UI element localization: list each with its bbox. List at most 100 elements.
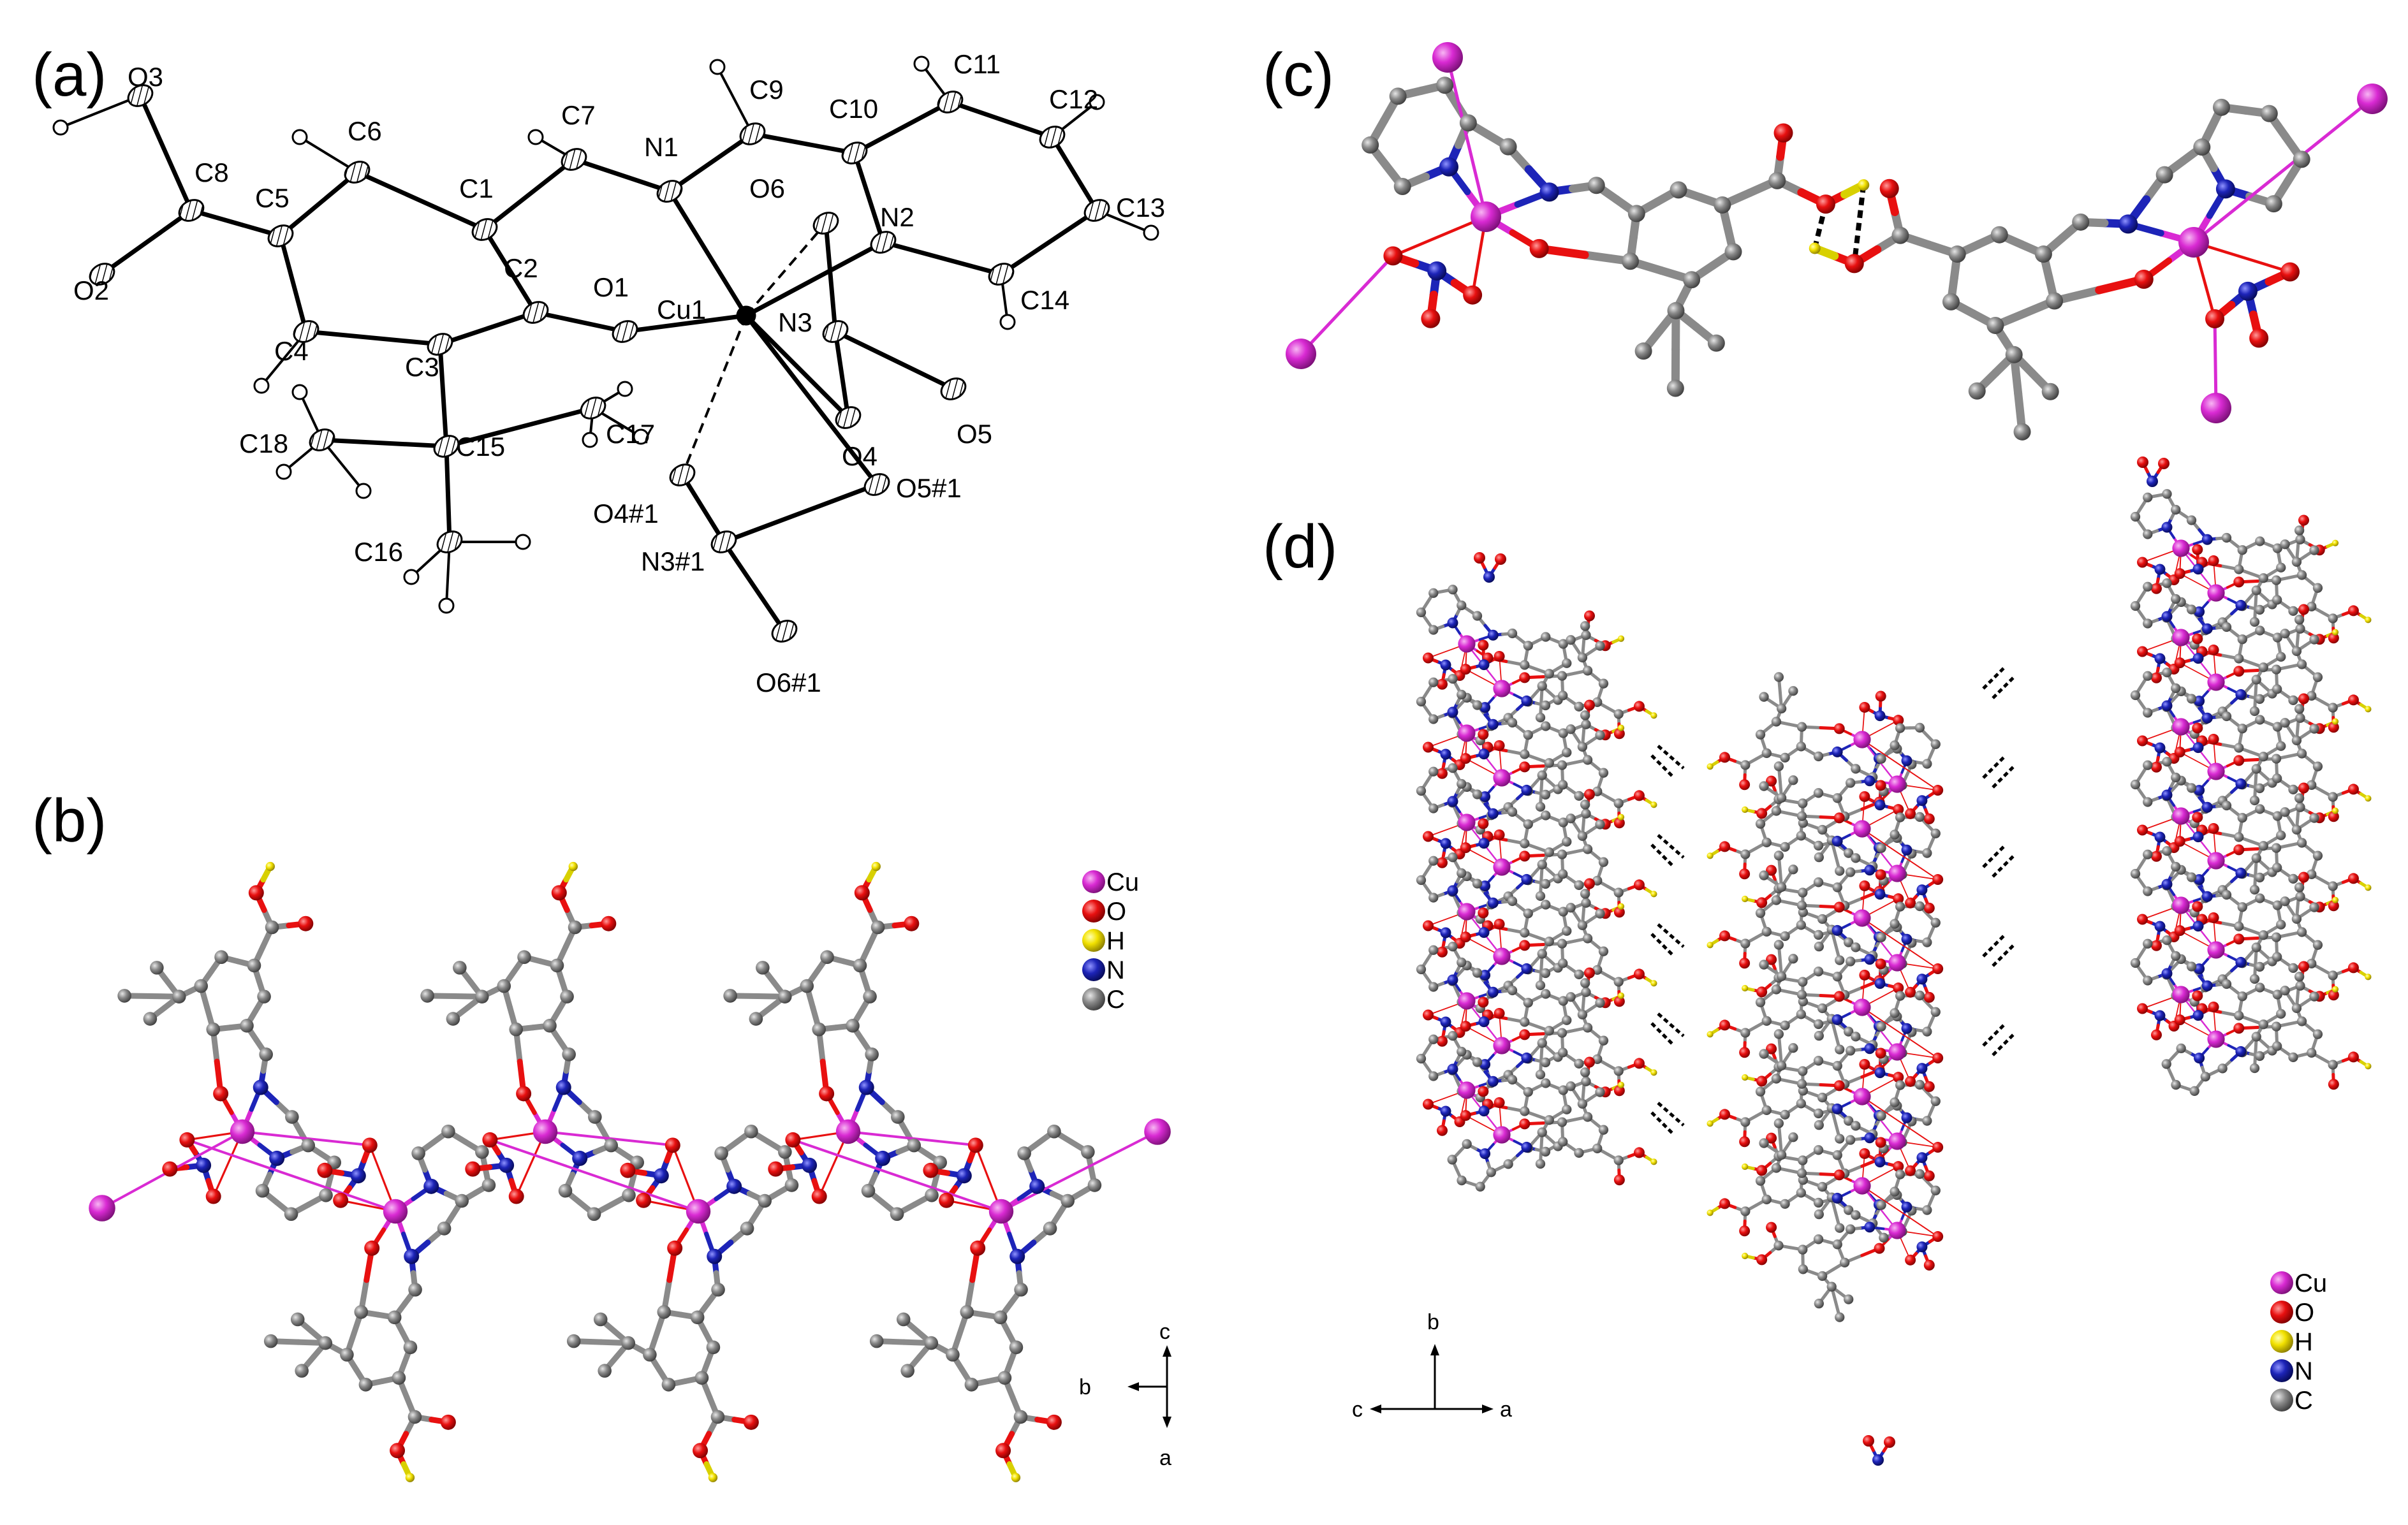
axes-panel-b: c b a <box>1079 1320 1171 1470</box>
atom-h <box>1858 179 1869 191</box>
atom-c <box>1578 831 1587 841</box>
atom-o <box>939 1193 954 1208</box>
atom-c <box>411 1146 425 1160</box>
atom-c <box>1061 1194 1075 1208</box>
atom-c <box>1538 681 1547 690</box>
atom-h <box>2332 629 2338 636</box>
atom-c <box>890 1207 904 1221</box>
atom-c <box>2162 757 2171 766</box>
legend-label-o: O <box>2294 1299 2314 1327</box>
atom-c <box>1457 1047 1466 1056</box>
atom-H <box>618 382 632 396</box>
atom-c <box>2222 711 2231 721</box>
atom-o <box>1460 842 1471 853</box>
atom-h <box>1618 1082 1624 1088</box>
atom-c <box>2143 493 2152 502</box>
atom-c <box>1915 1169 1925 1179</box>
atom-n <box>269 1151 284 1166</box>
atom-n <box>404 1249 419 1264</box>
atom-c <box>1772 984 1781 994</box>
atom-c <box>853 959 867 973</box>
atom-c <box>1890 829 1899 839</box>
atom-c <box>1817 1093 1827 1102</box>
atom-cu <box>1458 814 1475 831</box>
atom-c <box>2222 801 2231 810</box>
atom-n <box>1521 874 1532 885</box>
atom-o <box>364 1241 379 1256</box>
atom-o <box>2298 783 2309 794</box>
atom-c <box>2255 625 2265 635</box>
atom-o <box>1584 789 1595 800</box>
atom-c <box>1562 837 1571 847</box>
atom-c <box>2171 773 2180 782</box>
atom-c <box>150 961 164 975</box>
atom-c <box>2201 1072 2210 1081</box>
atom-c <box>2222 979 2231 989</box>
atom-c <box>2143 797 2152 806</box>
atom-n <box>1521 963 1532 974</box>
atom-c <box>2297 1016 2307 1026</box>
atom-c <box>1428 982 1438 991</box>
atom-c <box>2272 684 2282 694</box>
atom-o <box>2137 1003 2148 1014</box>
atom-label-C16: C16 <box>354 537 403 567</box>
atom-o <box>2298 961 2309 972</box>
atom-o <box>1460 664 1471 675</box>
hydrogen-bond <box>1983 934 2006 956</box>
atom-c <box>812 1023 826 1037</box>
atom-c <box>1628 205 1645 222</box>
atom-c <box>2294 615 2304 624</box>
atom-o <box>1863 1435 1874 1447</box>
atom-h <box>569 862 578 871</box>
atom-o <box>179 1132 195 1148</box>
atom-c <box>1581 720 1590 729</box>
bond-N2-C10 <box>855 153 883 242</box>
atom-c <box>2328 613 2338 623</box>
bond-C13-C14 <box>1001 210 1097 274</box>
atom-H <box>356 484 371 498</box>
legend-swatch-c <box>1082 988 1105 1011</box>
atom-c <box>1558 1047 1567 1057</box>
atom-c <box>1756 1087 1765 1097</box>
atom-o <box>1519 672 1530 683</box>
atom-o <box>552 885 567 900</box>
atom-label-C12: C12 <box>1049 84 1098 114</box>
atom-c <box>1580 889 1590 898</box>
atom-n <box>1488 1076 1499 1087</box>
atom-c <box>891 1110 905 1124</box>
atom-n <box>1448 1064 1458 1075</box>
atom-o <box>249 885 264 900</box>
atom-c <box>1915 812 1925 822</box>
legend-label-cu: Cu <box>2294 1269 2327 1297</box>
atom-c <box>2162 935 2171 945</box>
atom-o <box>1766 1222 1777 1233</box>
atom-o <box>2137 825 2148 836</box>
atom-c <box>1541 1078 1550 1088</box>
atom-o <box>1905 1076 1916 1087</box>
atom-o <box>2298 515 2309 526</box>
atom-c <box>1614 887 1624 897</box>
atom-n <box>1521 1053 1532 1063</box>
atom-n <box>2192 831 2203 842</box>
atom-n <box>1488 987 1499 998</box>
axis-d-label-a: a <box>1500 1397 1512 1422</box>
atom-c <box>1583 1112 1592 1121</box>
atom-c <box>1740 1206 1750 1216</box>
atom-cu <box>1144 1118 1171 1145</box>
bond-C8-O2 <box>102 210 191 274</box>
atom-o <box>1463 286 1482 305</box>
atom-c <box>2131 601 2140 611</box>
atom-c <box>1762 1016 1772 1026</box>
atom-o <box>1437 1125 1448 1136</box>
atom-o <box>2137 736 2148 747</box>
atom-c <box>2295 892 2305 901</box>
atom-o <box>2205 309 2224 328</box>
atom-n <box>1478 748 1489 759</box>
atom-H <box>1144 226 1158 240</box>
atom-c <box>1599 768 1608 778</box>
bond-C11-C12 <box>950 102 1052 137</box>
atom-c <box>865 1047 879 1062</box>
atom-n <box>2155 1011 2166 1021</box>
bond-N3-O6 <box>826 223 835 332</box>
